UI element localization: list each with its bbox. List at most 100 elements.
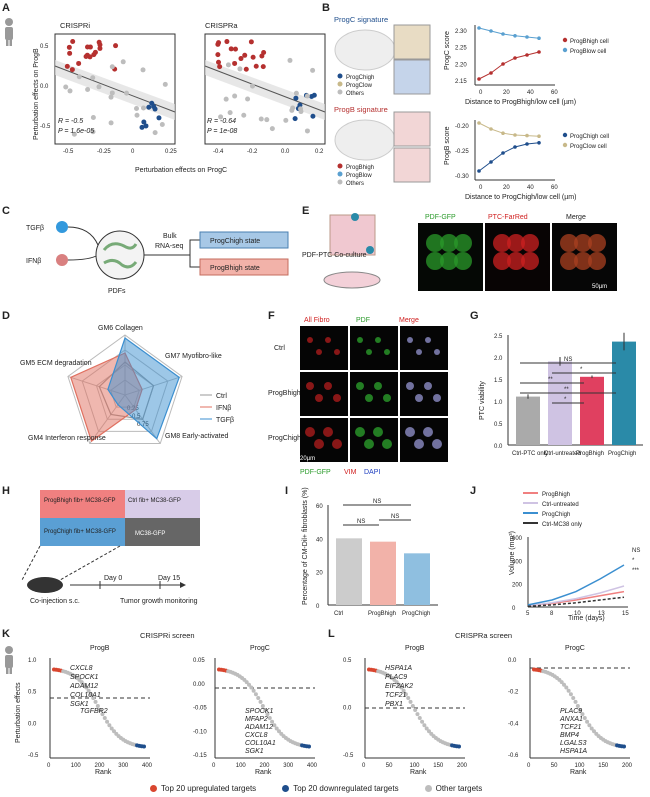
b-xtick: 20 bbox=[503, 185, 510, 191]
a-point-up bbox=[91, 52, 97, 58]
j-series bbox=[527, 596, 625, 608]
h-label-2: ProgChigh fib+ MC38-GFP bbox=[44, 529, 116, 535]
a-point-other bbox=[140, 105, 146, 111]
rank-point bbox=[251, 688, 256, 693]
rank-point bbox=[571, 695, 576, 700]
a-point-up bbox=[64, 63, 70, 69]
f-image bbox=[400, 418, 448, 462]
legend-other-label: Other targets bbox=[435, 783, 483, 793]
f-cell bbox=[433, 394, 441, 402]
b-series-line bbox=[478, 122, 540, 137]
f-cell bbox=[374, 382, 382, 390]
b-series-dot bbox=[562, 142, 568, 148]
rank-point bbox=[253, 692, 258, 697]
f-cell bbox=[314, 439, 324, 449]
b-legend-label: Others bbox=[346, 91, 364, 97]
rank-xtick: 200 bbox=[260, 763, 271, 769]
rank-point bbox=[568, 692, 573, 697]
g-ytick: 1.5 bbox=[494, 378, 503, 384]
b-series-label: ProgBhigh cell bbox=[570, 39, 609, 45]
rank-gene-top: PBX1 bbox=[385, 701, 403, 708]
a-point-other bbox=[310, 67, 316, 73]
rank-ytick: -0.2 bbox=[508, 690, 519, 696]
a-point-up bbox=[83, 54, 89, 60]
k-sub2: ProgC bbox=[250, 645, 270, 652]
panel-l: CRISPRa screen ProgB ProgC Rank Rank 0.5… bbox=[343, 631, 633, 776]
a-axes-frame bbox=[54, 33, 176, 145]
a-point-other bbox=[90, 114, 96, 120]
rank-point bbox=[263, 708, 268, 713]
panel-l-label: L bbox=[328, 628, 335, 640]
b-legend-dot bbox=[337, 171, 343, 177]
e-blob bbox=[507, 234, 525, 252]
b-zoom-2b bbox=[393, 147, 431, 183]
rank-ytick: 0.0 bbox=[508, 658, 517, 664]
e-blob bbox=[493, 234, 511, 252]
f-col-2: Merge bbox=[399, 317, 419, 324]
a-xtick: -0.5 bbox=[63, 149, 74, 155]
b-series-point bbox=[501, 131, 505, 135]
rank-xtick: 50 bbox=[386, 763, 393, 769]
b-series-point bbox=[501, 62, 505, 66]
a-point-other bbox=[218, 114, 224, 120]
rank-point bbox=[408, 699, 413, 704]
rank-point bbox=[260, 703, 265, 708]
rank-point bbox=[100, 712, 105, 717]
a-point-other bbox=[283, 117, 289, 123]
f-cell bbox=[334, 349, 340, 355]
f-cell bbox=[325, 337, 331, 343]
b-series-dot bbox=[562, 37, 568, 43]
rank-xtick: 100 bbox=[575, 763, 586, 769]
g-sig: * bbox=[564, 397, 567, 403]
a-point-other bbox=[109, 64, 115, 70]
rank-point bbox=[589, 726, 594, 731]
rank-gene-bot: CXCL8 bbox=[245, 732, 268, 739]
rank-ytick: -0.10 bbox=[193, 729, 207, 735]
b-series-point bbox=[477, 121, 481, 125]
b-series-point bbox=[525, 133, 529, 138]
j-sig: NS bbox=[632, 548, 640, 554]
a-point-up bbox=[66, 44, 72, 50]
a-point-up bbox=[217, 64, 223, 70]
rank-gene-top: CXCL8 bbox=[70, 665, 93, 672]
a-xlabel: Perturbation effects on ProgC bbox=[135, 167, 227, 174]
rank-point bbox=[258, 699, 263, 704]
a-ytick: 0.5 bbox=[40, 44, 49, 50]
d-legend-label: Ctrl bbox=[216, 393, 227, 400]
a-xtick: 0.25 bbox=[165, 149, 177, 155]
g-ytick: 1.0 bbox=[494, 400, 503, 406]
e-blob bbox=[521, 234, 539, 252]
rank-gene-bot: HSPA1A bbox=[560, 748, 587, 755]
panel-k-label: K bbox=[2, 628, 10, 640]
a-point-up bbox=[253, 63, 259, 69]
a-point-other bbox=[140, 67, 146, 73]
e-coculture: PDF-PTC Co-culture bbox=[302, 252, 367, 259]
rank-ytick: -0.5 bbox=[343, 753, 354, 759]
rank-point bbox=[564, 685, 569, 690]
i-ytick: 40 bbox=[316, 537, 323, 543]
f-cell bbox=[366, 349, 372, 355]
b-xtick: 40 bbox=[527, 90, 534, 96]
rank-point bbox=[417, 716, 422, 721]
a-ytick: -0.5 bbox=[40, 124, 51, 130]
i-ytick: 0 bbox=[316, 604, 320, 610]
rank-point bbox=[420, 719, 425, 724]
rank-point bbox=[244, 680, 249, 685]
a-point-other bbox=[287, 57, 293, 63]
legend-other-dot bbox=[424, 784, 432, 792]
panel-b: ProgC signature ProgChighProgClowOthers … bbox=[334, 15, 609, 201]
rank-point bbox=[91, 695, 96, 700]
a-fit-line bbox=[204, 65, 326, 113]
f-cell bbox=[356, 382, 364, 390]
a-point-up bbox=[232, 60, 238, 66]
e-blob bbox=[560, 234, 578, 252]
j-xtick: 10 bbox=[574, 611, 581, 617]
b-ytick: -0.20 bbox=[455, 124, 469, 130]
f-cell bbox=[365, 394, 373, 402]
rank-gene-top: SPOCK1 bbox=[70, 674, 99, 681]
a-point-other bbox=[232, 93, 238, 99]
j-sig: *** bbox=[632, 568, 640, 574]
a-point-other bbox=[162, 81, 168, 87]
panel-e-label: E bbox=[302, 205, 310, 217]
l-sub2: ProgC bbox=[565, 645, 585, 652]
